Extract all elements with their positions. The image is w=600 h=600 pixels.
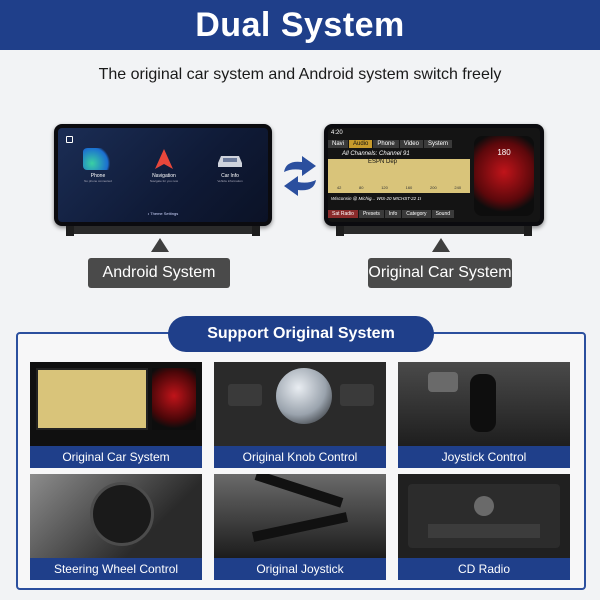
header-banner: Dual System (0, 0, 600, 50)
support-title: Support Original System (168, 316, 434, 352)
tile-caption: Original Knob Control (214, 446, 386, 468)
original-joystick-photo (214, 474, 386, 558)
scale-tick: 80 (359, 185, 364, 190)
tile-caption: Joystick Control (398, 446, 570, 468)
now-playing: Wisconsin @ Michig... WIS-20 MICHST-22 1… (331, 196, 422, 201)
steering-photo (30, 474, 202, 558)
tile-joystick-control: Joystick Control (398, 362, 570, 468)
phone-icon (83, 148, 113, 170)
tile-caption: Steering Wheel Control (30, 558, 202, 580)
station-name: ESPN Dep (368, 159, 398, 165)
cd-radio-photo (398, 474, 570, 558)
tile-cd-radio: CD Radio (398, 474, 570, 580)
car-system-photo (30, 362, 202, 446)
car-info-sub: Vehicle information (217, 179, 243, 183)
phone-app-sub: No phone connected (84, 179, 112, 183)
android-screen: Phone No phone connected Navigation Navi… (54, 124, 272, 226)
car-system-mount (336, 226, 532, 236)
tab-category[interactable]: Category (402, 210, 431, 218)
tab-presets[interactable]: Presets (358, 210, 384, 218)
car-info-app[interactable]: Car Info Vehicle information (200, 148, 260, 183)
scale-tick: 120 (381, 185, 388, 190)
car-time: 4:20 (331, 130, 343, 136)
tile-caption: CD Radio (398, 558, 570, 580)
scale-tick: 42 (336, 185, 342, 190)
scale-tick: 160 (405, 185, 413, 190)
car-system-display: 4:20 Navi Audio Phone Video System All C… (328, 128, 540, 222)
tile-caption: Original Car System (30, 446, 202, 468)
switch-arrows-icon (284, 156, 316, 196)
original-car-system-label: Original Car System (368, 258, 512, 288)
joystick-photo (398, 362, 570, 446)
original-caret-icon (432, 238, 450, 252)
tab-video[interactable]: Video (399, 140, 423, 148)
scale-tick: 200 (430, 185, 437, 190)
tab-navi[interactable]: Navi (328, 140, 349, 148)
navigation-app-sub: Navigate for you now (149, 179, 179, 183)
subtitle: The original car system and Android syst… (98, 66, 502, 83)
tab-sound[interactable]: Sound (431, 210, 455, 218)
navigation-icon (149, 148, 179, 170)
car-system-screen: 4:20 Navi Audio Phone Video System All C… (324, 124, 544, 226)
tile-original-joystick: Original Joystick (214, 474, 386, 580)
frequency-scale: 42 80 120 160 200 240 (328, 185, 470, 190)
page-title: Dual System (195, 5, 405, 44)
knob-photo (214, 362, 386, 446)
car-tabs: Navi Audio Phone Video System (328, 140, 540, 148)
tab-info[interactable]: Info (384, 210, 402, 218)
android-mount (66, 226, 260, 236)
android-caret-icon (151, 238, 169, 252)
tile-steering-wheel-control: Steering Wheel Control (30, 474, 202, 580)
channel-text: All Channels: Channel 91 (342, 151, 410, 157)
tab-sat-radio[interactable]: Sat Radio (328, 210, 358, 218)
car-info-label: Car Info (221, 173, 239, 179)
phone-app[interactable]: Phone No phone connected (68, 148, 128, 183)
navigation-app[interactable]: Navigation Navigate for you now (134, 148, 194, 183)
tile-caption: Original Joystick (214, 558, 386, 580)
android-display: Phone No phone connected Navigation Navi… (58, 128, 268, 222)
car-bottom-tabs: Sat Radio Presets Info Category Sound (328, 210, 470, 218)
tile-original-car-system: Original Car System (30, 362, 202, 468)
android-system-label: Android System (88, 258, 230, 288)
navigation-app-label: Navigation (152, 173, 176, 179)
car-icon (215, 148, 245, 170)
tile-original-knob-control: Original Knob Control (214, 362, 386, 468)
tab-audio[interactable]: Audio (349, 140, 373, 148)
speed-gauge: 180 (474, 136, 534, 216)
tab-system[interactable]: System (423, 140, 452, 148)
phone-app-label: Phone (90, 173, 106, 179)
scale-tick: 240 (454, 185, 462, 190)
gauge-value: 180 (497, 148, 511, 157)
tab-phone[interactable]: Phone (373, 140, 399, 148)
home-icon[interactable] (66, 136, 73, 143)
theme-settings-link[interactable]: • Theme Settings (147, 211, 179, 216)
